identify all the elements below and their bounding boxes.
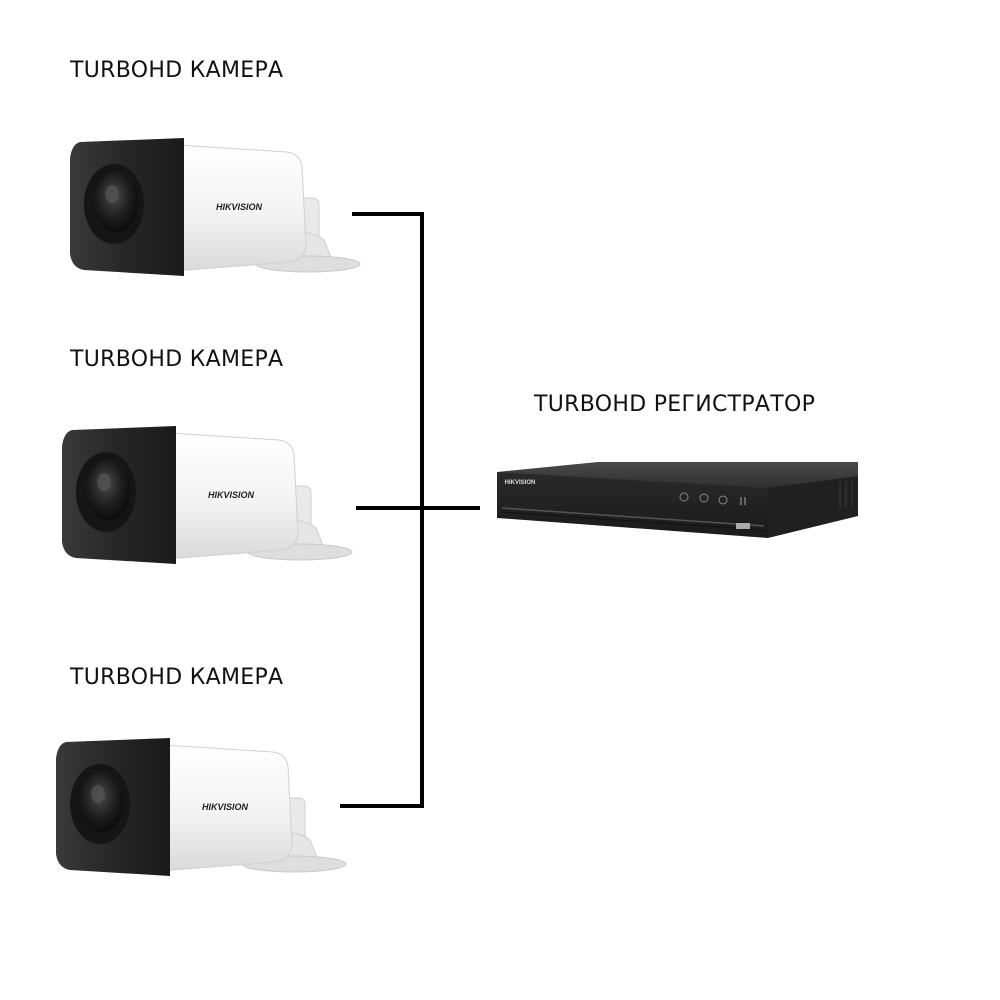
camera-3-brand: HIKVISION [202, 802, 249, 812]
recorder: HIKVISION [497, 462, 858, 538]
recorder-brand: HIKVISION [505, 480, 536, 486]
camera-1-brand: HIKVISION [216, 202, 263, 212]
camera-2: HIKVISION [62, 426, 352, 564]
camera-2-brand: HIKVISION [208, 490, 255, 500]
camera-1: HIKVISION [70, 138, 360, 276]
camera-3: HIKVISION [56, 738, 346, 876]
cable-bus [340, 214, 480, 806]
usb-port-icon [736, 523, 750, 529]
cable-camera-1 [352, 214, 422, 508]
